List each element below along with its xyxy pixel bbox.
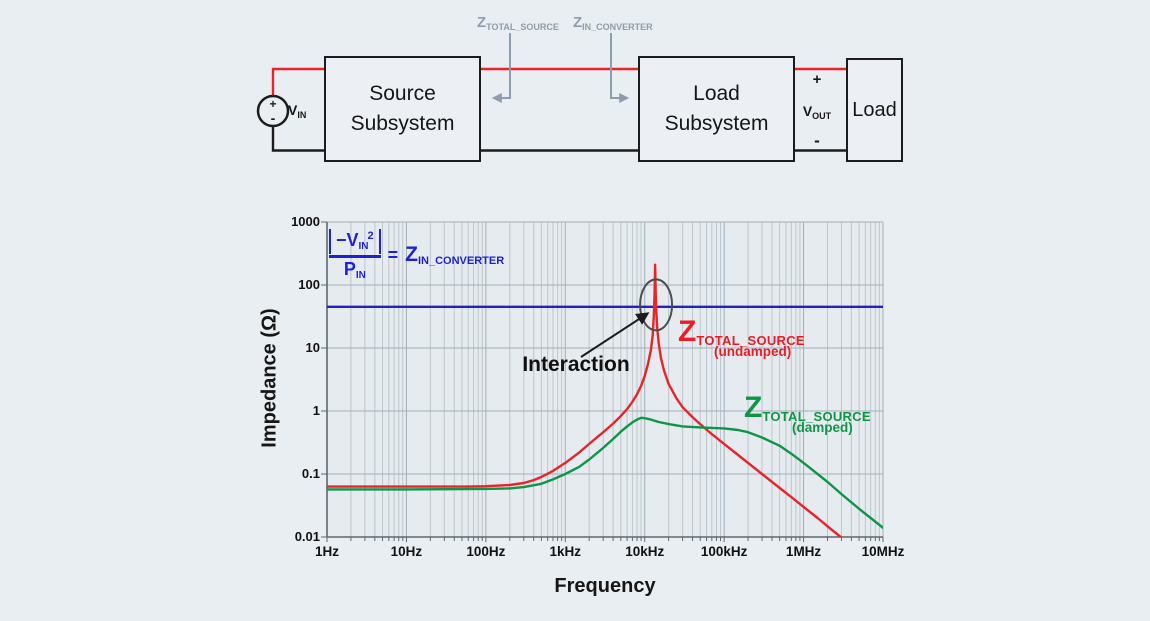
load-subsystem-box: Load Subsystem [638,56,795,162]
x-tick-1MHz: 1MHz [785,544,822,559]
load-label: Load [852,99,897,121]
source-box-line1: Source [369,82,436,105]
formula-numerator: −VIN2 [329,229,381,254]
y-tick-0.1: 0.1 [301,466,320,481]
undamped-curve-label: ZTOTAL_SOURCE (undamped) [678,315,805,359]
x-tick-100Hz: 100Hz [466,544,506,559]
x-tick-10Hz: 10Hz [390,544,423,559]
interaction-annotation: Interaction [522,353,630,376]
y-tick-100: 100 [298,277,320,292]
x-tick-100kHz: 100kHz [700,544,748,559]
y-tick-1000: 1000 [291,214,320,229]
source-subsystem-box: Source Subsystem [324,56,481,162]
x-tick-10kHz: 10kHz [625,544,665,559]
series-1 [327,263,843,537]
formula-denominator: PIN [343,259,366,281]
source-box-line2: Subsystem [350,112,455,135]
source-minus-sign: - [271,110,276,126]
y-tick-0.01: 0.01 [294,529,320,544]
vout-label: VOUT [802,103,832,121]
formula-z-term: ZIN_CONVERTER [405,243,505,267]
series-2 [327,416,883,529]
wire [271,67,324,96]
y-axis-title: Impedance (Ω) [258,308,281,448]
vout-minus-sign: - [814,131,820,150]
x-tick-1kHz: 1kHz [549,544,582,559]
equals-sign: = [387,244,399,265]
impedance-formula: −VIN2 PIN = ZIN_CONVERTER [329,229,504,281]
z-total-source-arrow [491,33,511,103]
z-in-converter-arrow [610,33,630,103]
x-tick-10MHz: 10MHz [861,544,905,559]
x-axis-title: Frequency [554,575,656,597]
damped-curve-label: ZTOTAL_SOURCE (damped) [744,391,871,435]
z-in-converter-diagram-label: ZIN_CONVERTER [573,14,653,32]
load-box-line2: Subsystem [664,112,769,135]
load-box-line1: Load [693,82,740,105]
formula-fraction: −VIN2 PIN [329,229,381,281]
y-tick-10: 10 [305,340,320,355]
z-total-source-diagram-label: ZTOTAL_SOURCE [477,14,559,32]
fraction-bar [329,255,381,258]
vout-plus-sign: + [812,71,822,88]
vin-label: VIN [288,102,307,120]
x-tick-1Hz: 1Hz [314,544,340,559]
wire [271,126,324,152]
y-tick-1: 1 [312,403,320,418]
interaction-arrow [580,312,650,358]
load-box: Load [846,58,903,162]
source-plus-sign: + [269,97,276,111]
interaction-ellipse [639,278,674,332]
voltage-source-symbol [256,94,290,128]
